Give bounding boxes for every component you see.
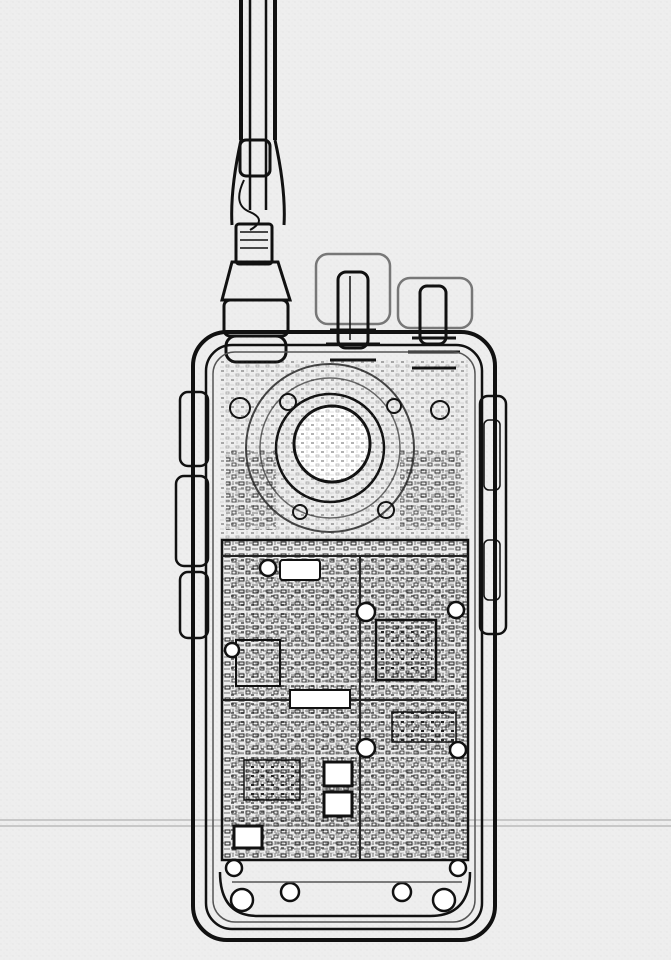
main-circuit-board (220, 538, 470, 862)
rf-chip (374, 618, 438, 682)
upper-right-components (400, 450, 462, 530)
side-button-lower (178, 570, 210, 640)
shield-can-lower (322, 790, 354, 818)
ptt-button (174, 474, 210, 568)
test-pad (232, 824, 264, 850)
antenna (230, 0, 286, 231)
antenna-coil-housing (238, 138, 272, 178)
crystal-oscillator (279, 559, 321, 581)
shield-can-upper (322, 760, 354, 788)
battery-bottom (218, 871, 472, 918)
audio-chip (235, 639, 281, 687)
side-buttons-left (174, 390, 210, 640)
upper-left-components (226, 450, 276, 530)
accessory-jack-right (478, 394, 508, 636)
side-button-upper (178, 390, 210, 468)
mounting-screws (223, 558, 468, 913)
